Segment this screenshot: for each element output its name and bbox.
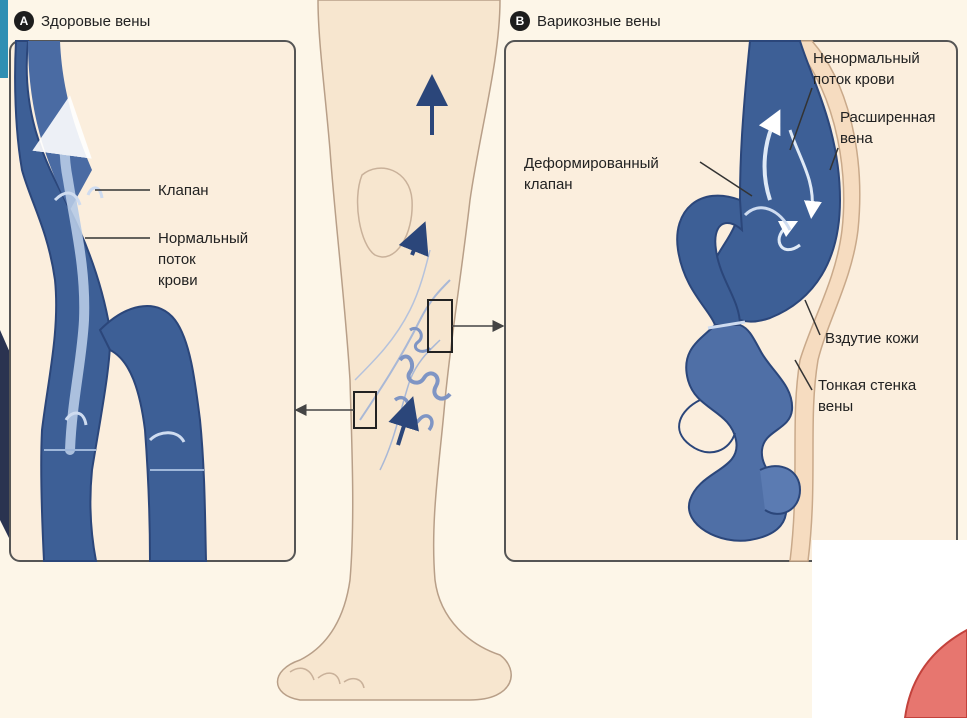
panel-a-title: Здоровые вены	[41, 13, 150, 30]
normal-flow-label-line: Нормальный	[158, 228, 248, 249]
panel-a-header: A Здоровые вены	[14, 11, 150, 31]
panel-b-badge: B	[510, 11, 530, 31]
slide-accent-bar	[0, 0, 8, 78]
abnormal-flow-label-line: поток крови	[813, 69, 920, 90]
valve-label: Клапан	[158, 180, 209, 201]
dilated-vein-label-line: вена	[840, 128, 935, 149]
deformed-valve-label-line: клапан	[524, 174, 659, 195]
deformed-valve-label-line: Деформированный	[524, 153, 659, 174]
thin-wall-label-line: Тонкая стенка	[818, 375, 916, 396]
deformed-valve-label: Деформированный клапан	[524, 153, 659, 195]
panel-b-title: Варикозные вены	[537, 13, 661, 30]
thin-wall-label: Тонкая стенка вены	[818, 375, 916, 417]
abnormal-flow-label: Ненормальный поток крови	[813, 48, 920, 90]
normal-flow-label-line: поток	[158, 249, 248, 270]
normal-flow-label-line: крови	[158, 270, 248, 291]
skin-bulge-label: Вздутие кожи	[825, 328, 919, 349]
leg-illustration	[278, 0, 512, 700]
panel-a-badge: A	[14, 11, 34, 31]
dilated-vein-label-line: Расширенная	[840, 107, 935, 128]
panel-b-header: B Варикозные вены	[510, 11, 661, 31]
normal-flow-label: Нормальный поток крови	[158, 228, 248, 291]
abnormal-flow-label-line: Ненормальный	[813, 48, 920, 69]
dilated-vein-label: Расширенная вена	[840, 107, 935, 149]
thin-wall-label-line: вены	[818, 396, 916, 417]
